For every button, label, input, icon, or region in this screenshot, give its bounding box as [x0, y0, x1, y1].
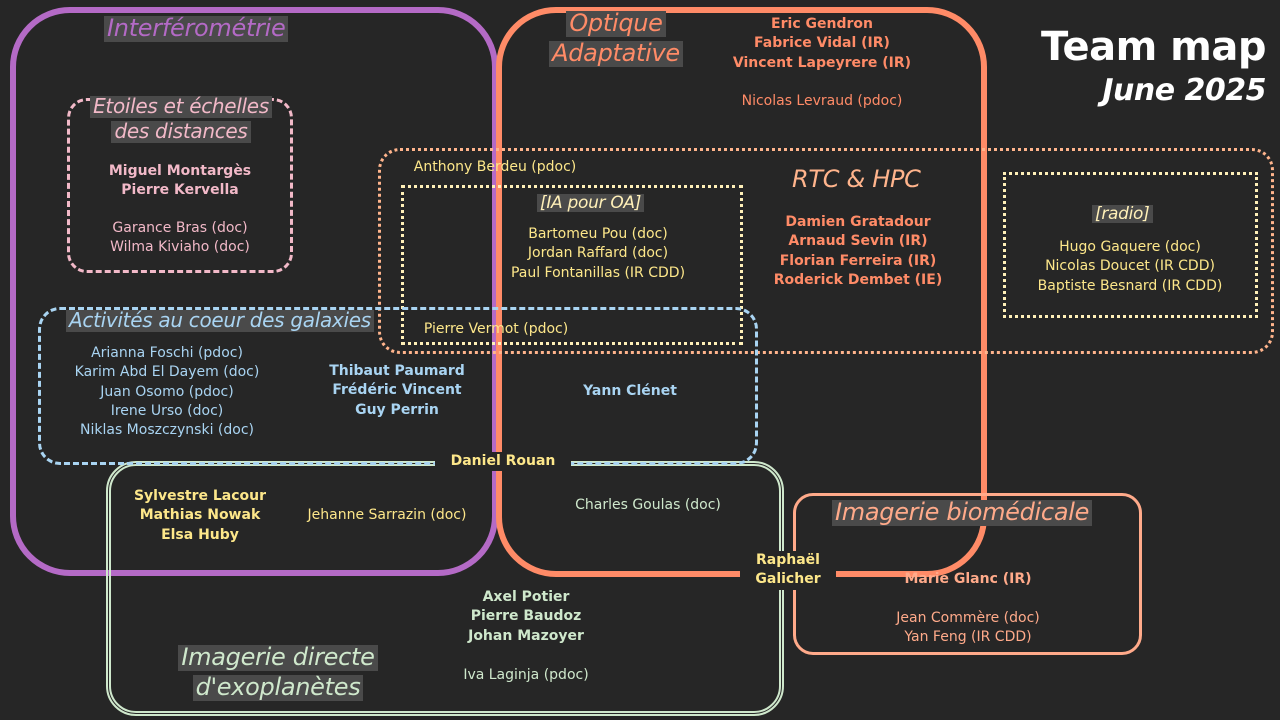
person: Niklas Moszczynski (doc) [80, 422, 254, 439]
person: Galicher [755, 571, 821, 588]
galaxies-leads: Thibaut Paumard Frédéric Vincent Guy Per… [317, 362, 477, 420]
rtc-leads: Damien Gratadour Arnaud Sevin (IR) Flori… [758, 213, 958, 290]
person: Damien Gratadour [785, 214, 931, 230]
person: Yan Feng (IR CDD) [904, 629, 1032, 646]
person: Nicolas Doucet (IR CDD) [1045, 258, 1215, 275]
ia-members: Bartomeu Pou (doc) Jordan Raffard (doc) … [492, 225, 704, 283]
etoiles-title-line1: Etoiles et échelles [90, 95, 272, 118]
person: Bartomeu Pou (doc) [528, 226, 668, 242]
person: Irene Urso (doc) [110, 402, 224, 419]
person: Hugo Gaquere (doc) [1059, 239, 1201, 255]
person: Sylvestre Lacour [133, 488, 267, 504]
optique-members: Nicolas Levraud (pdoc) [712, 92, 932, 111]
person: Florian Ferreira (IR) [779, 252, 937, 269]
rtc-hpc-box [378, 148, 1274, 354]
person: Roderick Dembet (IE) [773, 271, 943, 288]
yann-clenet: Yann Clénet [583, 383, 677, 399]
person: Johan Mazoyer [468, 627, 584, 644]
exoplanetes-leads: Axel Potier Pierre Baudoz Johan Mazoyer [456, 588, 596, 646]
person: Arnaud Sevin (IR) [788, 233, 928, 250]
person: Thibaut Paumard [329, 363, 465, 379]
person: Jean Commère (doc) [896, 610, 1040, 626]
exoplanetes-title: Imagerie directe d'exoplanètes [172, 644, 384, 701]
person: Guy Perrin [355, 401, 439, 418]
person: Arianna Foschi (pdoc) [91, 345, 243, 361]
optique-leads: Eric Gendron Fabrice Vidal (IR) Vincent … [722, 15, 922, 73]
person: Pierre Kervella [121, 182, 239, 199]
anthony-berdeu: Anthony Berdeu (pdoc) [413, 159, 577, 175]
pierre-vermot: Pierre Vermot (pdoc) [423, 321, 569, 337]
person: Miguel Montargès [108, 163, 252, 179]
person: Nicolas Levraud (pdoc) [741, 93, 903, 109]
person: Jordan Raffard (doc) [527, 245, 669, 262]
person: Axel Potier [482, 589, 570, 605]
person: Eric Gendron [771, 16, 873, 32]
exoplanetes-title-line2: d'exoplanètes [192, 674, 364, 701]
person: Juan Osomo (pdoc) [100, 383, 234, 400]
person: Iva Laginja (pdoc) [463, 667, 589, 683]
person: Karim Abd El Dayem (doc) [74, 364, 260, 381]
etoiles-title: Etoiles et échelles des distances [90, 95, 272, 143]
interferometrie-title: Interférométrie [104, 15, 289, 42]
page-title: Team map [1040, 24, 1267, 70]
optique-title: Optique Adaptative [545, 10, 687, 67]
etoiles-title-line2: des distances [111, 120, 251, 143]
person: Pierre Baudoz [470, 608, 582, 625]
radio-box [1003, 172, 1258, 318]
person: Wilma Kiviaho (doc) [110, 239, 250, 256]
charles-goulas: Charles Goulas (doc) [575, 497, 721, 513]
jehanne-sarrazin: Jehanne Sarrazin (doc) [307, 507, 467, 523]
etoiles-members: Garance Bras (doc) Wilma Kiviaho (doc) [90, 219, 270, 258]
galaxies-box [38, 307, 758, 465]
page-date: June 2025 [1102, 73, 1266, 108]
daniel-rouan: Daniel Rouan [435, 452, 571, 472]
raphael-galicher: Raphaël Galicher [740, 551, 836, 590]
person: Baptiste Besnard (IR CDD) [1037, 277, 1223, 294]
galaxies-members: Arianna Foschi (pdoc) Karim Abd El Dayem… [56, 344, 278, 440]
person: Mathias Nowak [139, 507, 261, 524]
biomedicale-title: Imagerie biomédicale [832, 499, 1093, 526]
biomedicale-members: Jean Commère (doc) Yan Feng (IR CDD) [870, 609, 1066, 648]
radio-members: Hugo Gaquere (doc) Nicolas Doucet (IR CD… [1022, 238, 1238, 296]
ia-pour-oa-box [401, 185, 743, 345]
exoplanetes-members: Iva Laginja (pdoc) [450, 666, 602, 685]
interferometrie-box [10, 7, 498, 576]
radio-title: [radio] [1092, 205, 1153, 223]
person: Fabrice Vidal (IR) [754, 35, 890, 52]
person: Vincent Lapeyrere (IR) [732, 54, 912, 71]
person: Elsa Huby [161, 526, 239, 543]
exoplanetes-title-line1: Imagerie directe [178, 644, 378, 671]
ia-pour-oa-title: [IA pour OA] [537, 194, 645, 212]
person: Raphaël [756, 552, 820, 568]
etoiles-leads: Miguel Montargès Pierre Kervella [90, 162, 270, 201]
rtc-hpc-title: RTC & HPC [792, 165, 921, 193]
person: Paul Fontanillas (IR CDD) [510, 264, 686, 281]
optique-title-line2: Adaptative [549, 40, 683, 67]
person: Frédéric Vincent [332, 382, 462, 399]
biomedicale-lead: Marie Glanc (IR) [904, 571, 1032, 587]
person: Garance Bras (doc) [112, 220, 248, 236]
galaxies-title: Activités au coeur des galaxies [66, 309, 374, 332]
exoplanetes-left-leads: Sylvestre Lacour Mathias Nowak Elsa Huby [122, 487, 278, 545]
optique-title-line1: Optique [566, 10, 666, 37]
